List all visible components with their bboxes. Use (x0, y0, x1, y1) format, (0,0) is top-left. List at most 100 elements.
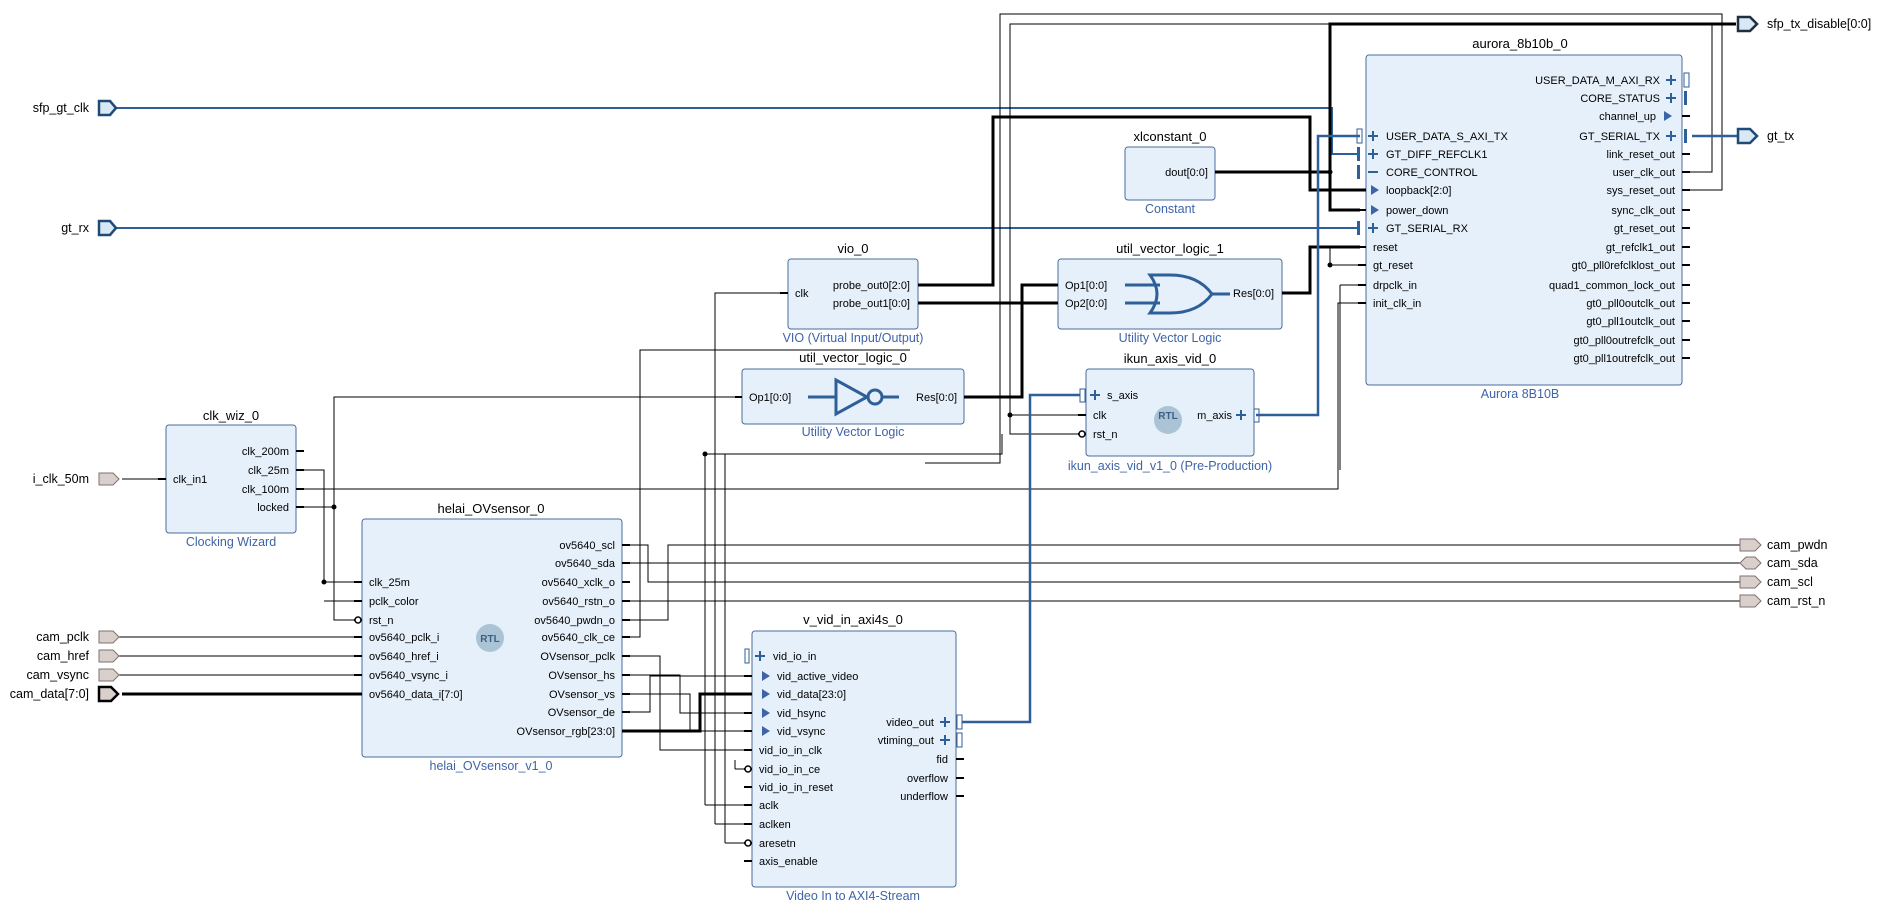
external-ports: sfp_gt_clk gt_rx i_clk_50m cam_pclk cam_… (10, 15, 1871, 703)
block-v-vid-in[interactable]: v_vid_in_axi4s_0 vid_io_in vid_active_vi… (744, 612, 964, 903)
port-label: cam_pwdn (1767, 538, 1827, 552)
block-ovsensor[interactable]: helai_OVsensor_0 clk_25m pclk_color rst_… (354, 501, 630, 773)
block-ikun-axis-vid[interactable]: ikun_axis_vid_0 s_axis clk rst_n RTL m_a… (1068, 351, 1272, 473)
net-m-axis[interactable] (1256, 134, 1360, 417)
port-sfp-tx-disable[interactable]: sfp_tx_disable[0:0] (1736, 15, 1871, 33)
rtl-badge: RTL (476, 624, 504, 652)
pin-label: channel_up (1599, 111, 1656, 123)
pin-label: gt0_pll0refclklost_out (1572, 260, 1675, 272)
pin-label: user_clk_out (1613, 167, 1675, 179)
port-i-clk-50m[interactable]: i_clk_50m (33, 472, 120, 486)
v-vid-in-outputs: video_out vtiming_out fid overflow under… (878, 714, 964, 803)
pin-label: power_down (1386, 205, 1448, 217)
pin-label: USER_DATA_M_AXI_RX (1535, 75, 1661, 87)
port-cam-pwdn[interactable]: cam_pwdn (1739, 538, 1827, 552)
port-cam-rst-n[interactable]: cam_rst_n (1739, 594, 1825, 608)
bus-port-icon (1236, 408, 1260, 423)
block-subtitle: ikun_axis_vid_v1_0 (Pre-Production) (1068, 459, 1272, 473)
block-aurora[interactable]: aurora_8b10b_0 USER_DATA_S_AXI_TX GT_DIF… (1356, 36, 1690, 401)
port-label: cam_pclk (36, 630, 90, 644)
port-label: sfp_tx_disable[0:0] (1767, 17, 1871, 31)
port-gt-tx[interactable]: gt_tx (1736, 127, 1795, 145)
or-gate-icon (1125, 273, 1230, 315)
port-cam-sda[interactable]: cam_sda (1739, 556, 1818, 570)
block-vio[interactable]: vio_0 clk probe_out0[2:0] probe_out1[0:0… (780, 241, 926, 345)
net-video-out[interactable] (962, 393, 1080, 724)
pin-label: GT_DIFF_REFCLK1 (1386, 149, 1487, 161)
pin-label: init_clk_in (1373, 298, 1421, 310)
block-subtitle: Constant (1145, 202, 1196, 216)
block-clk-wiz[interactable]: clk_wiz_0 clk_in1 clk_200m clk_25m clk_1… (158, 408, 304, 549)
net-const[interactable] (1215, 170, 1360, 212)
net-locked[interactable] (300, 506, 362, 621)
pin-clk-200m: clk_200m (242, 446, 289, 458)
pin-label: vtiming_out (878, 735, 934, 747)
net-sfp-tx-disable[interactable] (1328, 22, 1736, 172)
pin-locked: locked (257, 502, 289, 514)
port-sfp-gt-clk[interactable]: sfp_gt_clk (33, 99, 118, 117)
pin-label: reset (1373, 242, 1397, 254)
pin-label: ov5640_clk_ce (542, 632, 615, 644)
pin-label: ov5640_href_i (369, 651, 439, 663)
net-cam-scl[interactable] (623, 544, 1740, 583)
pin-label: overflow (907, 773, 948, 785)
port-label: sfp_gt_clk (33, 101, 90, 115)
pin-label: gt0_pll0outrefclk_out (1573, 335, 1675, 347)
port-cam-data[interactable]: cam_data[7:0] (10, 685, 120, 703)
block-subtitle: helai_OVsensor_v1_0 (430, 759, 553, 773)
net-sys-reset[interactable] (925, 13, 1723, 464)
pin-label: underflow (900, 791, 948, 803)
block-subtitle: VIO (Virtual Input/Output) (783, 331, 924, 345)
pin-s-axis: s_axis (1107, 390, 1139, 402)
block-title: aurora_8b10b_0 (1472, 36, 1567, 51)
block-title: ikun_axis_vid_0 (1124, 351, 1217, 366)
pin-label: pclk_color (369, 596, 419, 608)
pin-label: vid_hsync (777, 708, 826, 720)
port-cam-vsync[interactable]: cam_vsync (26, 668, 120, 682)
net-reset[interactable] (1282, 245, 1360, 295)
pin-label: vid_io_in (773, 651, 816, 663)
pin-label: vid_active_video (777, 671, 858, 683)
bus-port-icon (1079, 388, 1100, 403)
pin-label: GT_SERIAL_TX (1579, 131, 1660, 143)
pin-label: GT_SERIAL_RX (1386, 223, 1469, 235)
pin-label: ov5640_vsync_i (369, 670, 448, 682)
port-label: cam_scl (1767, 575, 1813, 589)
pin-label: ov5640_pclk_i (369, 632, 439, 644)
block-subtitle: Clocking Wizard (186, 535, 276, 549)
pin-rst-n: rst_n (1093, 429, 1117, 441)
pin-label: ov5640_rstn_o (542, 596, 615, 608)
pin-clk: clk (1093, 410, 1107, 422)
port-label: cam_href (37, 649, 90, 663)
port-label: cam_data[7:0] (10, 687, 89, 701)
pin-label: ov5640_xclk_o (542, 577, 615, 589)
pin-label: gt_reset_out (1614, 223, 1675, 235)
pin-label: vid_vsync (777, 726, 826, 738)
block-title: xlconstant_0 (1134, 129, 1207, 144)
block-title: vio_0 (837, 241, 868, 256)
block-uvl1[interactable]: util_vector_logic_1 Op1[0:0] Op2[0:0] Re… (1050, 241, 1290, 345)
pin-op1: Op1[0:0] (1065, 280, 1107, 292)
pin-label: link_reset_out (1607, 149, 1676, 161)
net-clk-25m[interactable] (300, 469, 362, 583)
port-label: cam_sda (1767, 556, 1818, 570)
port-cam-pclk[interactable]: cam_pclk (36, 630, 120, 644)
port-cam-scl[interactable]: cam_scl (1739, 575, 1813, 589)
net-clk-100m[interactable] (300, 302, 1360, 490)
port-gt-rx[interactable]: gt_rx (61, 219, 118, 237)
block-xlconstant[interactable]: xlconstant_0 dout[0:0] Constant (1124, 129, 1223, 216)
net-sfp-gt-clk[interactable] (114, 107, 1360, 155)
port-label: i_clk_50m (33, 472, 89, 486)
block-uvl0[interactable]: util_vector_logic_0 Op1[0:0] Res[0:0] Ut… (735, 350, 972, 439)
block-title: v_vid_in_axi4s_0 (803, 612, 903, 627)
pin-label: gt0_pll1outclk_out (1586, 316, 1675, 328)
pin-label: OVsensor_rgb[23:0] (517, 726, 615, 738)
pin-label: ov5640_data_i[7:0] (369, 689, 463, 701)
wires (114, 13, 1742, 844)
port-label: gt_rx (61, 221, 90, 235)
pin-label: ov5640_sda (555, 558, 616, 570)
port-cam-href[interactable]: cam_href (37, 649, 120, 663)
pin-dout: dout[0:0] (1165, 167, 1208, 179)
block-title: util_vector_logic_0 (799, 350, 907, 365)
